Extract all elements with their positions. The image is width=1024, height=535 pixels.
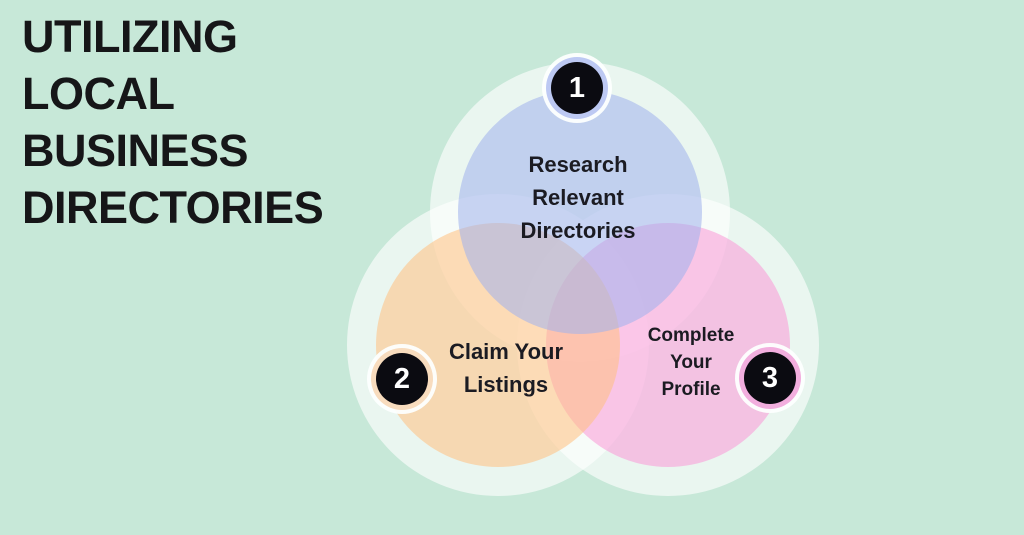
label-research-relevant-directories: Research Relevant Directories — [478, 148, 678, 247]
page-title-line-4: DIRECTORIES — [22, 182, 324, 233]
step-badge-1: 1 — [551, 62, 603, 114]
label-line: Your — [670, 352, 712, 373]
step-badge-3: 3 — [744, 352, 796, 404]
step-number-3: 3 — [761, 361, 779, 394]
venn-circle-research-directories — [458, 90, 702, 334]
label-claim-your-listings: Claim Your Listings — [406, 335, 606, 401]
page-title-line-3: BUSINESS — [22, 125, 249, 176]
page-title-line-2: LOCAL — [22, 68, 175, 119]
step-number-1: 1 — [568, 71, 586, 104]
label-complete-your-profile: Complete Your Profile — [611, 322, 771, 403]
page-title: UTILIZING LOCAL BUSINESS DIRECTORIES — [22, 8, 324, 236]
label-line: Relevant — [532, 185, 624, 210]
step-badge-2: 2 — [376, 353, 428, 405]
step-number-2: 2 — [393, 362, 411, 395]
label-line: Directories — [520, 218, 636, 243]
label-line: Research — [528, 152, 628, 177]
label-line: Claim Your — [448, 339, 564, 364]
label-line: Complete — [647, 325, 735, 346]
label-line: Listings — [463, 372, 549, 397]
page-title-line-1: UTILIZING — [22, 11, 238, 62]
label-line: Profile — [661, 379, 721, 400]
